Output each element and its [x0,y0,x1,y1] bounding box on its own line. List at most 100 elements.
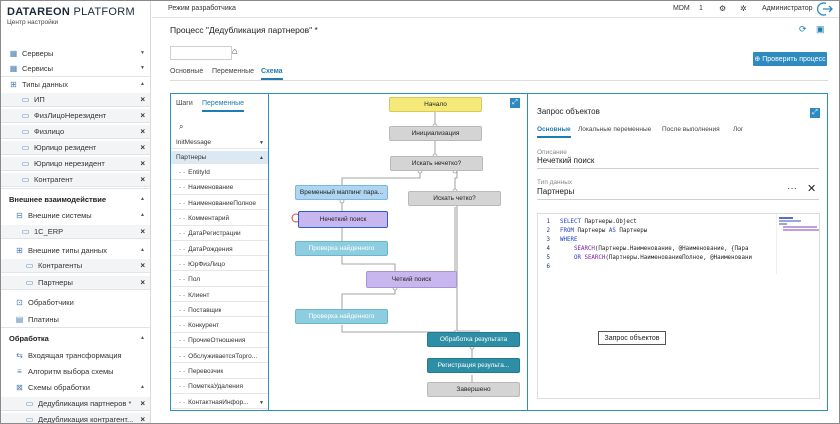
close-icon[interactable]: ✕ [807,183,817,195]
save-icon[interactable]: ▣ [816,24,825,34]
chevron-down-icon[interactable]: ▼ [259,140,264,146]
close-tab-icon[interactable]: × [140,143,145,152]
mdm-label[interactable]: MDM [673,5,690,12]
developer-mode-label[interactable]: Режим разработчика [168,5,236,12]
chevron-up-icon[interactable]: ▲ [259,155,264,162]
tab-variables[interactable]: Переменные [212,68,255,75]
close-tab-icon[interactable]: × [140,111,145,120]
sidebar-item[interactable]: ⊞Внешние типы данных▲ [1,243,150,257]
variable-row[interactable]: InitMessage▼ [171,136,268,149]
tab-props-local-vars[interactable]: Локальные переменные [578,126,652,133]
sidebar-item[interactable]: ▭Дедубликация партнеров *× [1,397,150,411]
chevron-up-icon[interactable]: ▲ [140,384,145,390]
sidebar-item[interactable]: ⊠Схемы обработки▲ [1,380,150,394]
settings-icon[interactable]: ✲ [740,4,747,13]
variable-row[interactable]: - -Поставщик [171,304,268,318]
node-init[interactable]: Инициализация [389,126,482,141]
variable-row[interactable]: - -Клиент [171,289,268,302]
sidebar-item[interactable]: ⇆Входящая трансформация [1,348,150,362]
variable-row[interactable]: - -Комментарий [171,213,268,226]
sidebar-item[interactable]: ▭Юрлицо нерезидент× [1,157,150,171]
sidebar-item[interactable]: ▭1C_ERP× [1,225,150,239]
close-tab-icon[interactable]: × [140,415,145,423]
scheme-canvas[interactable]: Начало Инициализация Искать нечетко? Вре… [270,94,527,410]
search-icon[interactable]: ⌕ [179,122,184,131]
node-found-check-1[interactable]: Проверка найденного [295,241,388,256]
tab-props-main[interactable]: Основные [537,126,571,138]
chevron-up-icon[interactable]: ▲ [140,335,145,341]
logout-icon[interactable] [817,1,833,17]
brand-logo[interactable]: DATAREON PLATFORM [7,6,135,18]
sidebar-item[interactable]: ▦Серверы▼ [1,46,150,60]
more-options-icon[interactable]: ··· [787,183,797,194]
node-start[interactable]: Начало [389,97,482,112]
expand-properties-icon[interactable]: ⤢ [810,108,820,118]
sidebar-item[interactable]: ⊞Типы данных▲ [1,77,150,91]
variable-row[interactable]: - -Пол [171,274,268,287]
editor-minimap[interactable] [776,214,819,274]
variable-row[interactable]: - -Конкурент [171,320,268,333]
sidebar-item[interactable]: ▤Платины [1,312,150,326]
close-tab-icon[interactable]: × [140,399,145,408]
process-name-input[interactable] [170,46,232,60]
node-found-check-2[interactable]: Проверка найденного [295,309,388,324]
refresh-icon[interactable]: ⟳ [799,24,807,34]
node-exact-search[interactable]: Четкий поиск [366,271,457,288]
sidebar-item[interactable]: ▭Контрагент× [1,173,150,187]
sidebar-item[interactable]: ≡Алгоритм выбора схемы [1,364,150,378]
close-tab-icon[interactable]: × [140,227,145,236]
node-process-result[interactable]: Обработка результата [427,332,520,347]
sidebar-item[interactable]: Обработка▲ [1,331,150,345]
sidebar-item[interactable]: ▭Контрагенты× [1,259,150,273]
sidebar-item[interactable]: ▭ФизЛицоНерезидент× [1,109,150,123]
variable-row[interactable]: - -КонтактнаяИнфор...▼ [171,396,268,410]
node-fuzzy-check[interactable]: Искать нечетко? [390,156,483,171]
chevron-up-icon[interactable]: ▲ [140,247,145,253]
variable-row[interactable]: Партнеры▲ [171,151,268,165]
node-register-result[interactable]: Регистрация результа... [427,358,520,373]
node-fuzzy-search[interactable]: Нечеткий поиск [298,211,388,228]
close-tab-icon[interactable]: × [140,95,145,104]
variable-row[interactable]: - -Наименование [171,182,268,195]
sidebar-item[interactable]: Внешнее взаимодействие▲ [1,192,150,206]
close-tab-icon[interactable]: × [140,175,145,184]
chevron-up-icon[interactable]: ▲ [140,196,145,202]
variable-row[interactable]: - -ПрочиеОтношения [171,335,268,348]
close-tab-icon[interactable]: × [140,278,145,287]
chevron-down-icon[interactable]: ▼ [259,400,264,407]
node-exact-check[interactable]: Искать четко? [408,191,501,206]
node-finished[interactable]: Завершено [427,382,520,397]
sidebar-item[interactable]: ▭Юрлицо резидент× [1,141,150,155]
sidebar-item[interactable]: ▭Физлицо× [1,125,150,139]
chevron-down-icon[interactable]: ▼ [140,65,145,71]
sidebar-item[interactable]: ▭Дедубликация контрагент...× [1,413,150,423]
tag-icon[interactable]: ⌂ [232,46,238,56]
variable-row[interactable]: - -EntityId [171,167,268,180]
chevron-down-icon[interactable]: ▼ [140,50,145,56]
tab-panel-variables[interactable]: Переменные [202,100,245,112]
variable-row[interactable]: - -ДатаРегистрации [171,228,268,241]
data-type-field[interactable]: Партнеры [537,187,575,196]
tab-props-log[interactable]: Лог [733,126,744,133]
tab-scheme[interactable]: Схема [261,68,283,80]
sidebar-item[interactable]: ⊟Внешние системы▲ [1,208,150,222]
chevron-up-icon[interactable]: ▲ [140,81,145,87]
close-tab-icon[interactable]: × [140,127,145,136]
node-temp-mapping[interactable]: Временный маппинг пара... [295,185,388,200]
sidebar-item[interactable]: ⊡Обработчики [1,295,150,309]
sidebar-item[interactable]: ▦Сервисы▼ [1,61,150,75]
variable-row[interactable]: - -НаименованиеПолное [171,197,268,211]
variable-row[interactable]: - -ПометкаУдаления [171,381,268,394]
chevron-up-icon[interactable]: ▲ [140,212,145,218]
tab-steps[interactable]: Шаги [176,100,193,107]
variable-row[interactable]: - -Перевозчик [171,366,268,379]
network-icon[interactable]: ⚙ [719,4,727,13]
tab-main[interactable]: Основные [170,68,204,75]
check-process-button[interactable]: ⊕Проверить процесс [753,52,827,66]
close-tab-icon[interactable]: × [140,159,145,168]
expand-canvas-icon[interactable]: ⤢ [510,98,520,108]
variable-row[interactable]: - -ОбслуживаетсяТорго... [171,350,268,364]
sidebar-item[interactable]: ▭ИП× [1,93,150,107]
variable-row[interactable]: - -ЮрФизЛицо [171,258,268,272]
